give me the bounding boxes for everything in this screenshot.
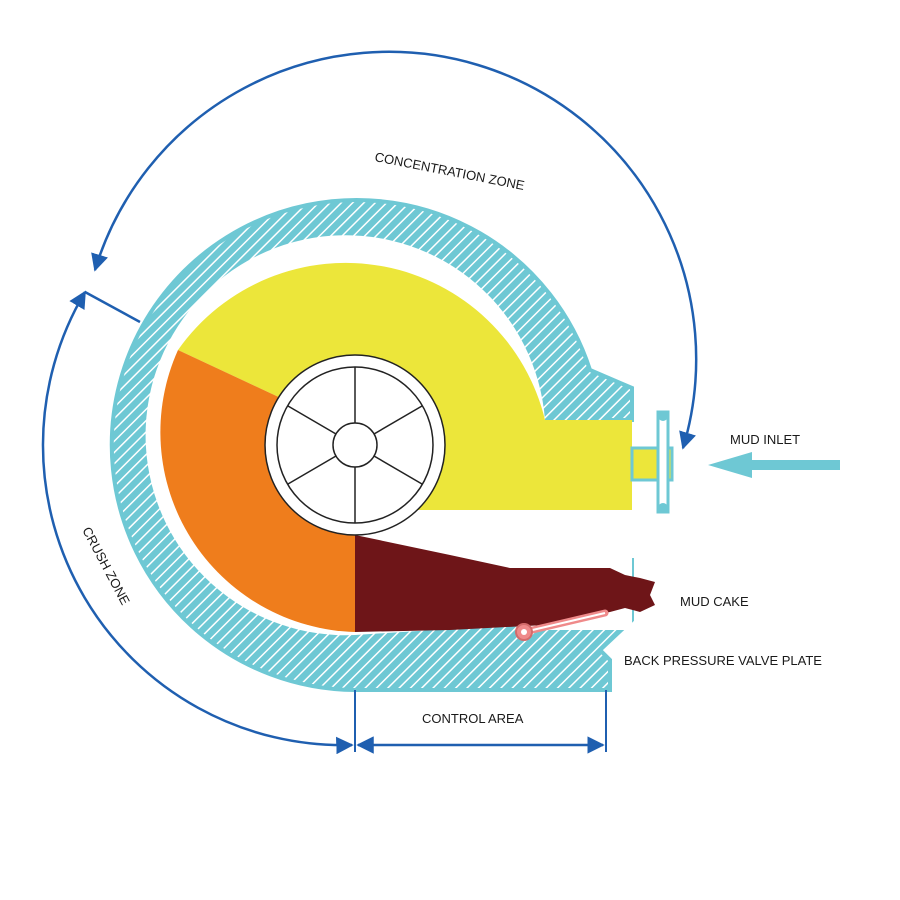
back-pressure-valve-plate-label: BACK PRESSURE VALVE PLATE bbox=[624, 653, 822, 668]
inlet-flange bbox=[656, 410, 670, 514]
crush-zone-label: CRUSH ZONE bbox=[79, 524, 133, 607]
back-pressure-valve bbox=[515, 609, 609, 641]
mud-cake-label: MUD CAKE bbox=[680, 594, 749, 609]
mud-inlet-arrow bbox=[708, 452, 840, 478]
rotor-wheel bbox=[264, 354, 446, 536]
control-area-dimension bbox=[354, 690, 607, 754]
mud-cake bbox=[355, 535, 655, 632]
zone-boundary-line bbox=[84, 290, 141, 324]
crush-dimension-arc bbox=[41, 290, 354, 755]
concentration-dimension-arc bbox=[91, 50, 698, 450]
control-area-label: CONTROL AREA bbox=[422, 711, 524, 726]
mud-inlet-label: MUD INLET bbox=[730, 432, 800, 447]
concentration-zone-label: CONCENTRATION ZONE bbox=[374, 149, 527, 193]
